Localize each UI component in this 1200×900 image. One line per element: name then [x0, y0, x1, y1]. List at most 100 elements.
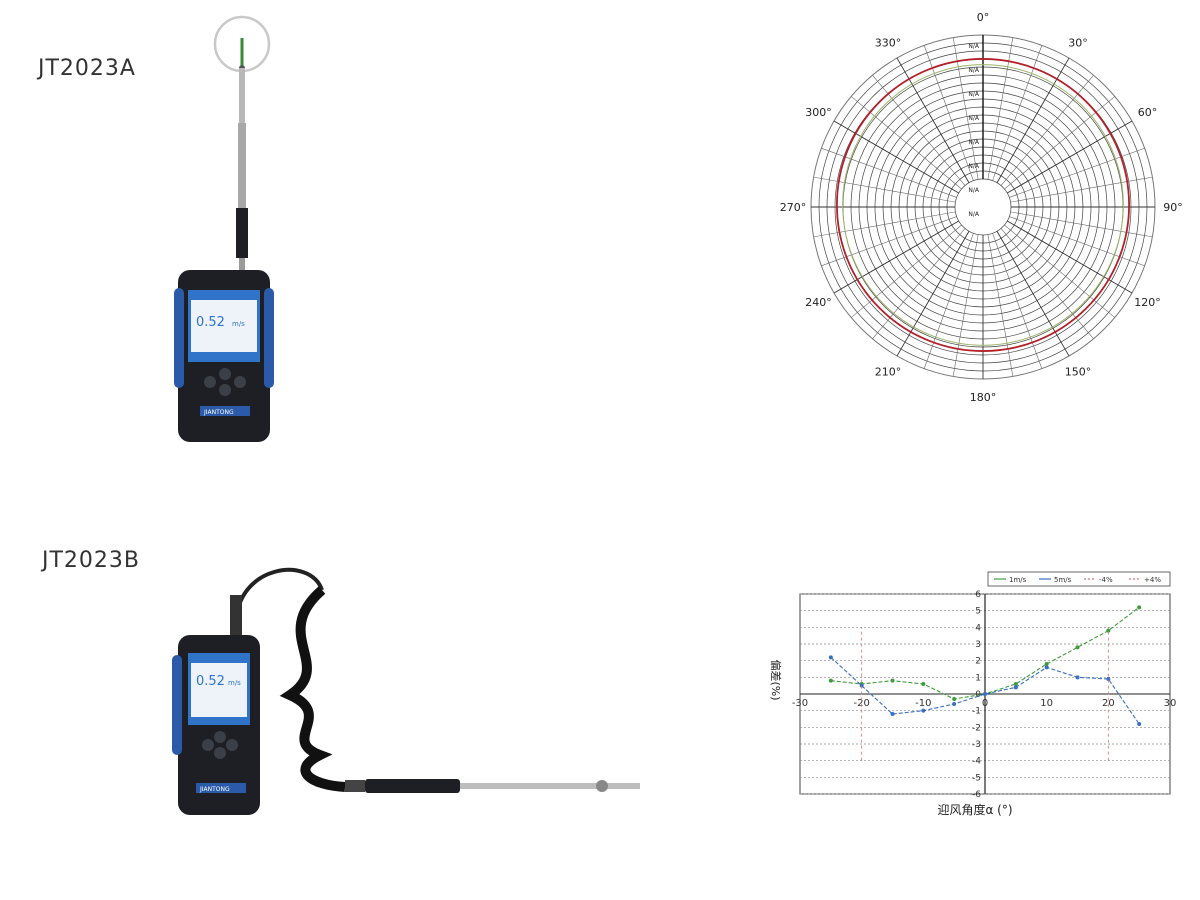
x-tick-label: 20: [1102, 698, 1115, 709]
y-tick-label: 3: [975, 640, 981, 650]
device-b-brand: JIANTONG: [199, 786, 230, 793]
series-point-1: [1106, 677, 1111, 681]
polar-spoke: [833, 120, 959, 194]
x-tick-label: -20: [853, 698, 869, 709]
polar-radial-label: N/A: [968, 187, 980, 194]
legend-box: [987, 571, 1171, 587]
polar-spoke: [833, 220, 959, 294]
series-point-1: [1075, 675, 1080, 680]
y-tick-label: 2: [975, 657, 981, 667]
device-a-screen-value: 0.52: [196, 315, 225, 330]
y-tick-label: -6: [972, 790, 981, 800]
polar-spoke: [1009, 147, 1145, 198]
polar-spoke: [987, 234, 1014, 377]
polar-directivity-chart: 0° 30° 60° 90° 120° 150° 180° 210° 240° 270° 300° 3…: [780, 11, 1183, 404]
polar-angle-label: 210°: [875, 366, 902, 379]
polar-radial-label: N/A: [968, 91, 980, 98]
y-tick-label: 5: [975, 607, 981, 617]
polar-angle-label: 330°: [875, 36, 902, 49]
series-point-0: [921, 682, 926, 686]
polar-angle-label: 240°: [805, 296, 832, 309]
polar-spoke: [896, 231, 970, 357]
series-point-0: [952, 697, 957, 701]
x-tick-label: 30: [1164, 698, 1177, 709]
series-point-0: [1106, 628, 1111, 633]
series-point-1: [1137, 722, 1142, 726]
polar-angle-label: 60°: [1138, 106, 1158, 119]
y-tick-label: -2: [972, 723, 981, 733]
legend-label: 5m/s: [1054, 576, 1072, 584]
polar-radial-label: N/A: [968, 211, 980, 218]
series-point-0: [1013, 682, 1018, 686]
polar-radial-label: N/A: [968, 43, 980, 50]
x-axis-label: 迎风角度α (°): [937, 802, 1012, 817]
y-tick-label: -5: [972, 773, 981, 783]
series-point-0: [890, 678, 895, 683]
polar-radial-label: N/A: [968, 115, 980, 122]
polar-ring: [946, 170, 1020, 244]
model-label-b: JT2023B: [42, 548, 141, 573]
polar-spoke: [1009, 216, 1145, 267]
model-label-a: JT2023A: [38, 56, 136, 81]
x-tick-label: 10: [1040, 698, 1053, 709]
polar-angle-label: 120°: [1134, 296, 1161, 309]
polar-angle-label: 300°: [805, 106, 832, 119]
polar-series-1: [842, 64, 1124, 346]
y-tick-label: 1: [975, 673, 981, 683]
device-a-image: 0.52 m/s JIANTONG: [174, 15, 274, 442]
polar-series-0: [836, 58, 1130, 352]
polar-spoke: [1007, 120, 1133, 194]
polar-radial-label: N/A: [968, 139, 980, 146]
polar-spoke: [1010, 176, 1153, 203]
polar-angle-label: 90°: [1163, 201, 1183, 214]
x-tick-label: 0: [982, 698, 988, 709]
series-point-1: [921, 708, 926, 713]
polar-spoke: [821, 147, 957, 198]
series-point-1: [1013, 685, 1018, 690]
device-a-brand: JIANTONG: [203, 409, 234, 416]
polar-spoke: [1000, 228, 1094, 339]
polar-angle-label: 0°: [977, 11, 990, 24]
device-b-screen-value: 0.52: [196, 674, 225, 689]
polar-angle-label: 270°: [780, 201, 807, 214]
device-b-screen-unit: m/s: [228, 679, 241, 687]
series-point-0: [1044, 662, 1049, 666]
polar-radial-label: N/A: [968, 67, 980, 74]
polar-angle-label: 30°: [1068, 36, 1088, 49]
polar-spoke: [923, 233, 974, 369]
x-tick-label: -30: [792, 698, 808, 709]
polar-spoke: [1004, 224, 1115, 318]
polar-spoke: [952, 234, 979, 377]
series-point-1: [1044, 665, 1049, 670]
polar-spoke: [851, 224, 962, 318]
series-point-1: [828, 655, 833, 660]
series-line-1: [830, 656, 1140, 725]
y-tick-label: -1: [972, 707, 981, 717]
series-point-0: [828, 678, 833, 683]
polar-spoke: [992, 233, 1043, 369]
polar-angle-label: 180°: [970, 391, 997, 404]
legend-label: 1m/s: [1009, 576, 1027, 584]
y-tick-label: 4: [975, 623, 981, 633]
series-point-1: [890, 712, 895, 716]
series-point-1: [952, 702, 957, 706]
y-tick-label: 6: [975, 590, 981, 600]
device-b-image: 0.52 m/s JIANTONG: [172, 567, 640, 815]
y-axis-label: 偏差(%): [769, 659, 783, 700]
polar-angle-label: 150°: [1065, 366, 1092, 379]
y-tick-label: -4: [972, 757, 981, 767]
polar-spoke: [813, 211, 956, 238]
polar-spoke: [872, 228, 966, 339]
polar-spoke: [1010, 211, 1153, 238]
polar-spoke: [813, 176, 956, 203]
x-tick-label: -10: [915, 698, 931, 709]
series-point-0: [1075, 645, 1080, 650]
polar-spoke: [1007, 220, 1133, 294]
series-point-1: [983, 692, 987, 696]
polar-radial-label: N/A: [968, 163, 980, 170]
polar-ring: [954, 178, 1012, 236]
polar-spoke: [996, 231, 1070, 357]
y-tick-label: -3: [972, 740, 981, 750]
